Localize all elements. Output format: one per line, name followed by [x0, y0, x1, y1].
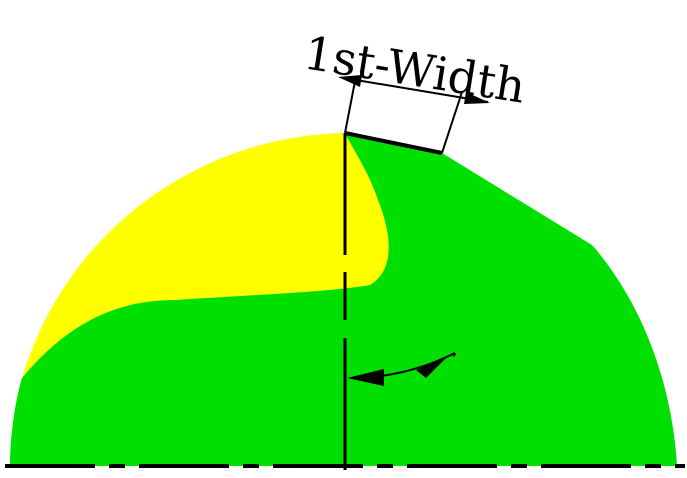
- angle-arrow-left: [347, 369, 384, 386]
- extension-line-right: [441, 91, 463, 154]
- dimension-arrow-left: [338, 75, 362, 87]
- dimension-arrow-right: [464, 92, 490, 104]
- angle-tick: [451, 352, 457, 357]
- dimension-label: 1st-Width: [300, 26, 529, 114]
- yellow-region: [22, 133, 389, 378]
- angle-arrow-right: [416, 357, 447, 378]
- top-edge: [344, 131, 443, 155]
- extension-line-left: [344, 75, 357, 134]
